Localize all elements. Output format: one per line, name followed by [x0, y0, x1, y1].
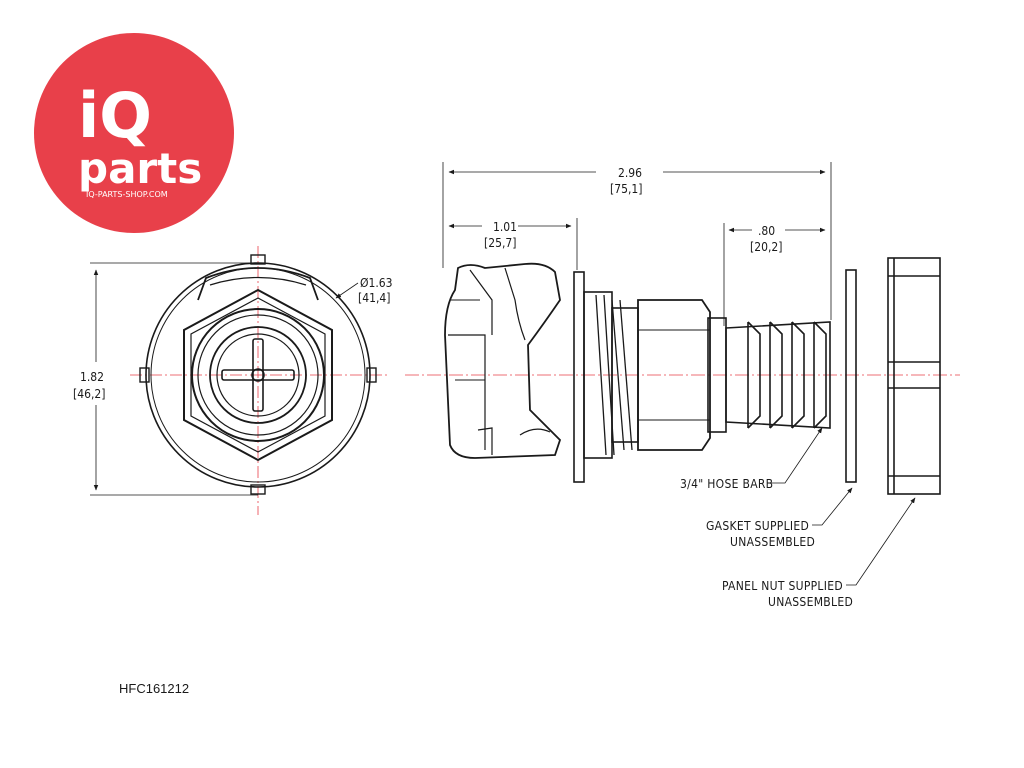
overall-length-dim-mm: [75,1] [610, 182, 642, 196]
valve-cross [221, 338, 295, 412]
tab-top [250, 254, 266, 265]
flange-plate [573, 271, 585, 483]
barb-length-dim-mm: [20,2] [750, 240, 782, 254]
body-length-dim-mm: [25,7] [484, 236, 516, 250]
callout-gasket-2: UNASSEMBLED [730, 535, 815, 549]
tab-left [139, 367, 150, 383]
callout-nut-2: UNASSEMBLED [768, 595, 853, 609]
tab-right [366, 367, 377, 383]
coupling-body [444, 262, 562, 459]
diameter-dim-mm: [41,4] [358, 291, 390, 305]
front-view [130, 246, 390, 515]
logo-text-iq: iQ [78, 79, 152, 152]
hex-body [183, 288, 333, 462]
height-dim: 1.82 [80, 370, 104, 384]
overall-length-dim: 2.96 [618, 166, 642, 180]
hose-barb [725, 321, 831, 429]
side-dimensions [442, 162, 916, 586]
height-dim-mm: [46,2] [73, 387, 105, 401]
diameter-dim: Ø1.63 [360, 276, 393, 290]
callout-nut-1: PANEL NUT SUPPLIED [722, 579, 843, 593]
barb-length-dim: .80 [758, 224, 775, 238]
gasket [845, 269, 857, 483]
tab-bottom [250, 484, 266, 495]
port-ring-inner [209, 326, 307, 424]
iq-parts-logo: iQ parts IQ-PARTS-SHOP.COM [34, 33, 234, 233]
panel-nut [887, 257, 941, 495]
latch-top [197, 267, 319, 301]
callout-gasket-1: GASKET SUPPLIED [706, 519, 809, 533]
part-number: HFC161212 [119, 681, 190, 696]
logo-text-url: IQ-PARTS-SHOP.COM [86, 190, 168, 199]
front-dimensions [90, 262, 359, 496]
logo-circle [34, 33, 234, 233]
port-ring-outer [191, 308, 325, 442]
hex-nut [637, 299, 711, 451]
logo-text-parts: parts [78, 144, 202, 193]
side-view [405, 257, 960, 495]
body-length-dim: 1.01 [493, 220, 517, 234]
callout-hose-barb: 3/4" HOSE BARB [680, 477, 773, 491]
